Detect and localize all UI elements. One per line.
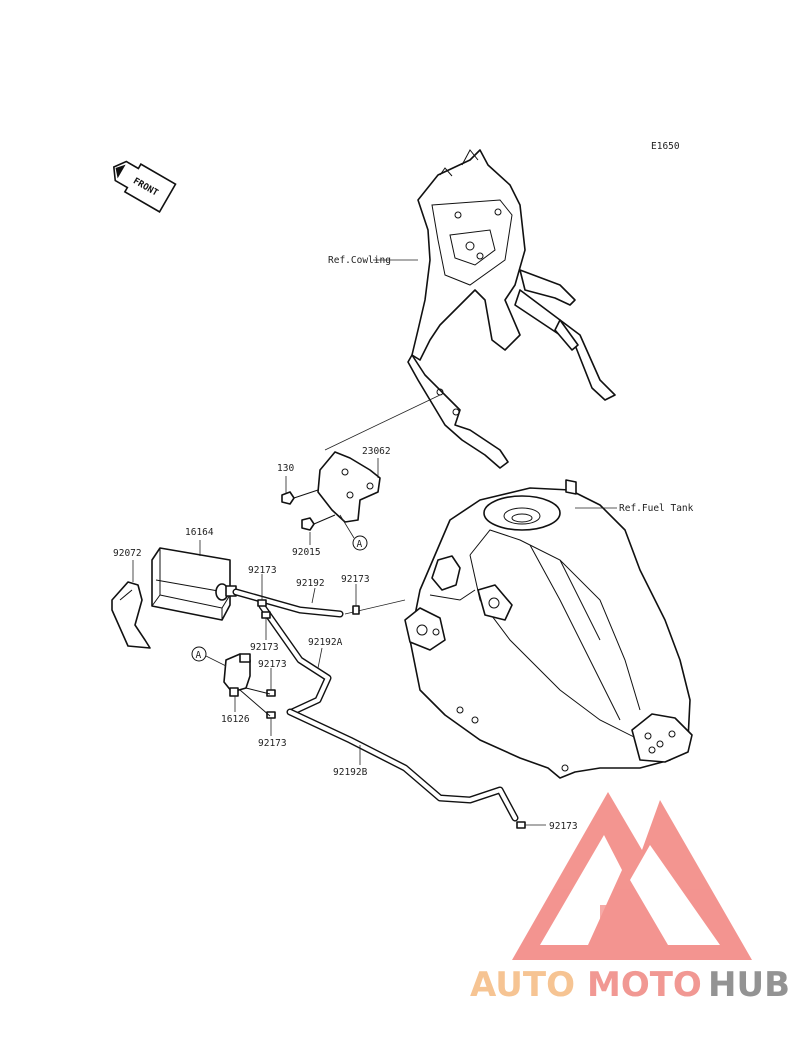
hose-92192A [258,602,332,716]
nut-92015 [301,514,336,531]
label-92072: 92072 [113,548,142,559]
ref-a-bottom-label: A [196,650,202,661]
canister-16164 [151,547,237,621]
leader-bracket-frame [324,394,441,451]
leader-92192A [317,647,323,669]
label-ref-fuel-tank: Ref.Fuel Tank [619,503,694,514]
label-92192: 92192 [296,578,325,589]
label-92173-e: 92173 [258,738,287,749]
label-ref-cowling: Ref.Cowling [328,255,391,266]
clamp-92173-a [257,599,267,607]
label-92192A: 92192A [308,637,343,648]
front-arrow-icon: FRONT [112,160,177,213]
label-92173-c: 92173 [341,574,370,585]
clamp-92173-d [266,689,276,697]
clamp-92173-f [516,821,526,829]
watermark-part3: HUB [708,965,790,1005]
label-92015: 92015 [292,547,321,558]
hose-92192B [286,708,519,822]
diagram-code: E1650 [651,141,680,152]
watermark-part1: AUTO [470,965,575,1005]
ref-a-top-label: A [357,539,363,550]
label-92173-f: 92173 [549,821,578,832]
label-92173-b: 92173 [250,642,279,653]
automotohub-logo: AUTO MOTO HUB [470,792,790,1005]
label-16126: 16126 [221,714,250,725]
label-130: 130 [277,463,294,474]
clamp-92173-c [352,605,360,615]
fuel-tank [404,479,693,779]
ref-a-bottom-circle [191,646,207,662]
hose-92192 [232,588,344,618]
leader-ref-a-bottom [205,655,227,667]
clamp-92173-b [261,611,271,619]
label-23062: 23062 [362,446,391,457]
valve-16126 [223,653,271,717]
bracket-92072 [111,581,151,649]
label-92192B: 92192B [333,767,368,778]
leader-92192 [311,587,316,604]
bolt-130 [281,489,319,505]
label-92173-d: 92173 [258,659,287,670]
cowling-frame [407,149,616,469]
ref-a-top-circle [352,535,368,551]
watermark-part2: MOTO [587,965,702,1005]
label-92173-a: 92173 [248,565,277,576]
bracket-23062 [317,451,381,523]
label-16164: 16164 [185,527,214,538]
leader-ref-a-top [339,514,355,539]
